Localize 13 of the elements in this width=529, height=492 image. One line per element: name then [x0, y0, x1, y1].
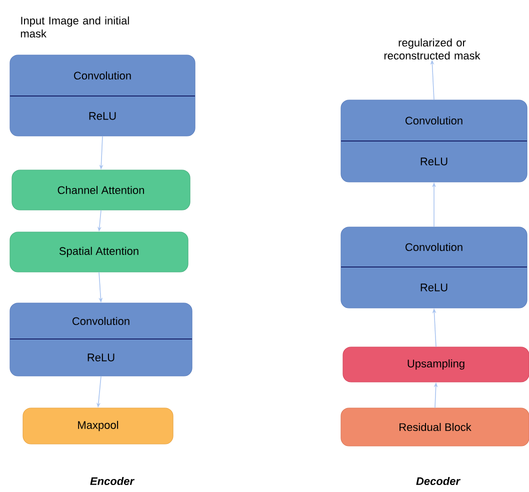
upsampling-box: Upsampling: [342, 346, 529, 382]
attention-box: Channel Attention: [12, 170, 190, 210]
conv-relu-box: Convolution ReLU: [340, 226, 528, 308]
encoder-caption: Encoder: [90, 476, 135, 486]
input-text: Input Image and initial mask: [20, 16, 129, 38]
conv-relu-box: Convolution ReLU: [10, 54, 196, 136]
conv-relu-box: Convolution ReLU: [340, 100, 528, 182]
residual-block-box: Residual Block: [340, 408, 529, 446]
attention-box: Spatial Attention: [10, 232, 188, 272]
decoder-caption: Decoder: [416, 476, 461, 486]
output-text: regularized or reconstructed mask: [384, 38, 480, 60]
maxpool-box: Maxpool: [22, 408, 174, 444]
conv-relu-box: Convolution ReLU: [10, 302, 192, 376]
